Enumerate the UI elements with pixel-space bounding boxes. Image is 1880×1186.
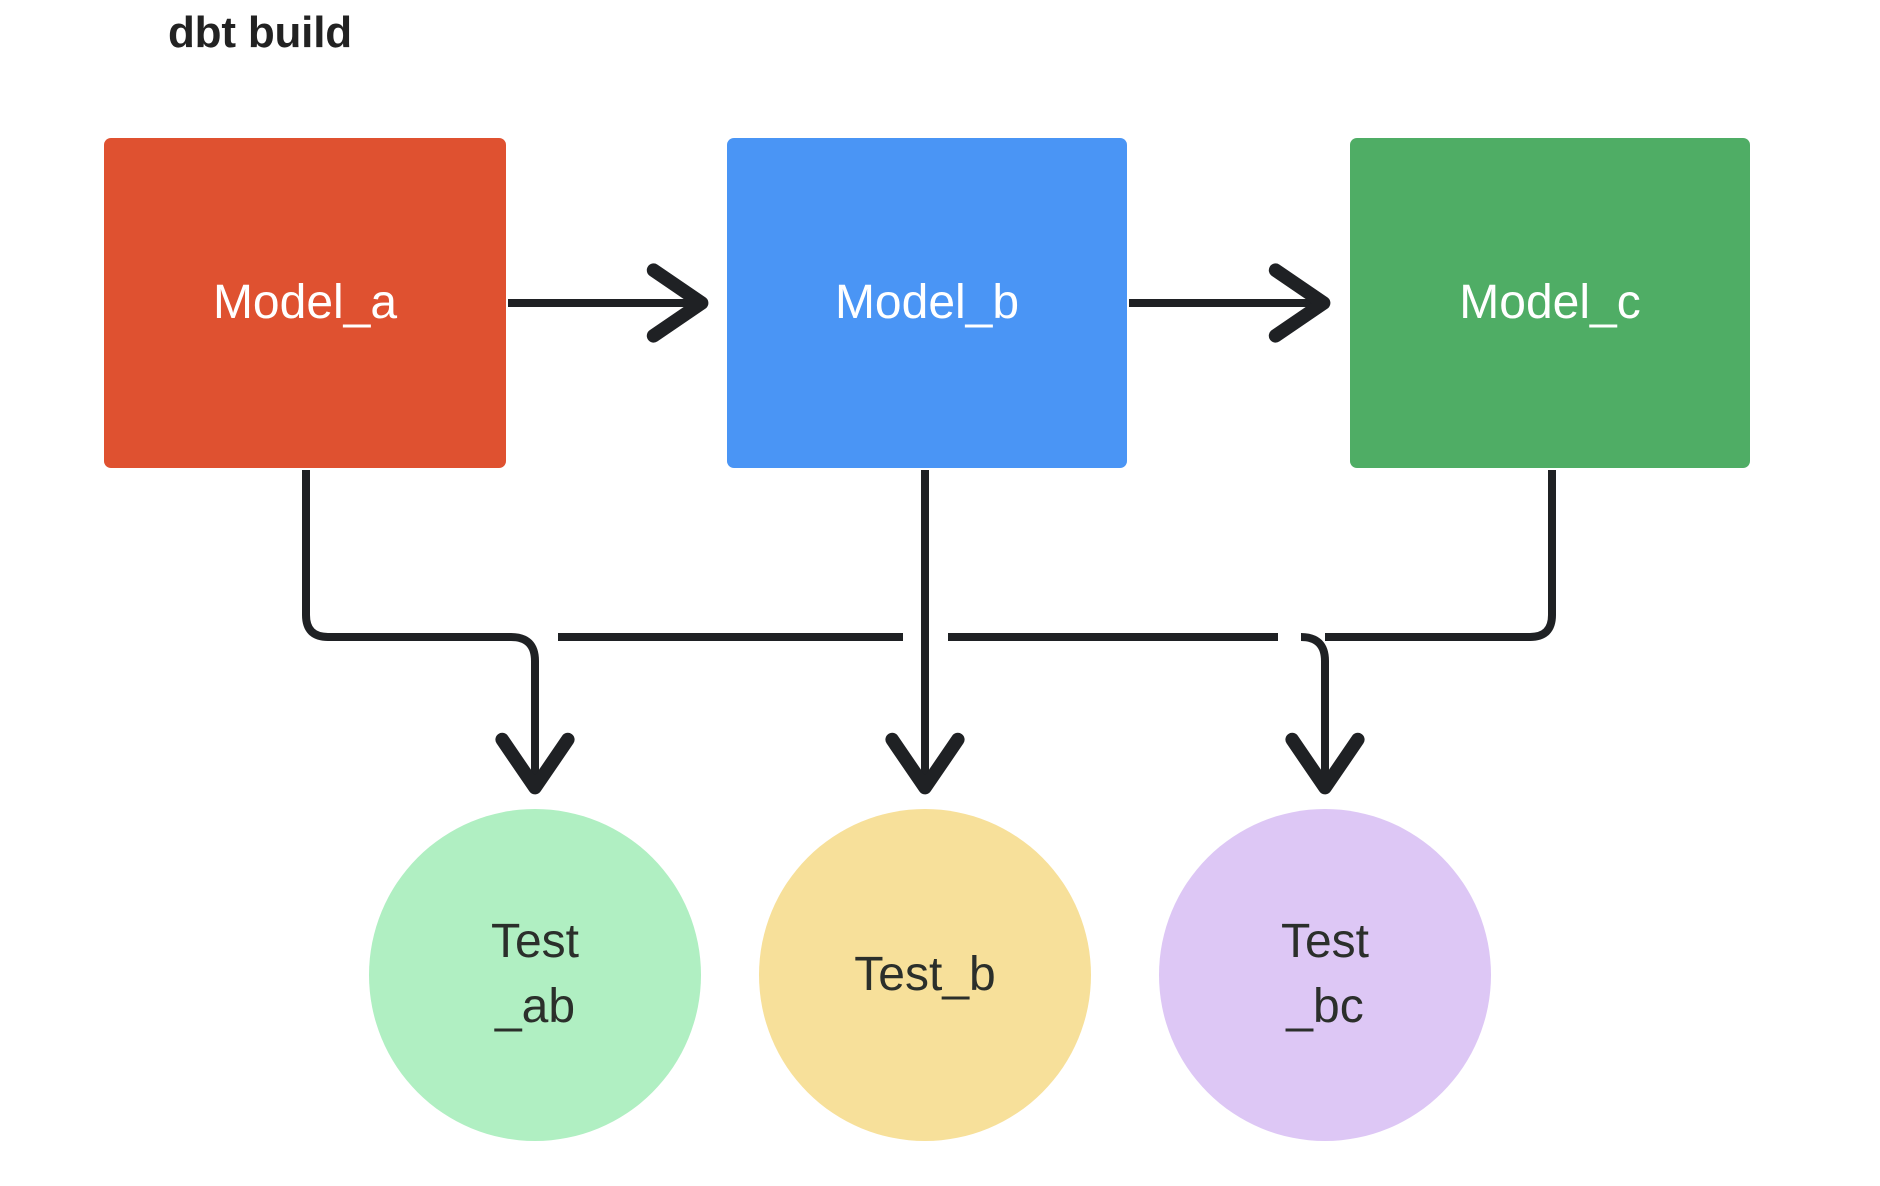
node-test-bc-label: Test _bc xyxy=(1280,915,1370,1033)
node-model-c-label: Model_c xyxy=(1459,275,1641,329)
node-model-a-label: Model_a xyxy=(212,275,398,329)
edge-model-a-to-test-ab xyxy=(302,470,511,641)
edge-drop-test-ab xyxy=(495,633,575,795)
node-test-ab-label: Test _ab xyxy=(490,915,580,1033)
node-test-bc[interactable]: Test _bc xyxy=(1159,809,1491,1141)
edge-drop-test-bc xyxy=(1285,633,1365,795)
node-test-b[interactable]: Test_b xyxy=(759,809,1091,1141)
node-test-ab[interactable]: Test _ab xyxy=(369,809,701,1141)
diagram-title: dbt build xyxy=(168,8,352,57)
node-model-b-label: Model_b xyxy=(834,275,1020,329)
node-model-c[interactable]: Model_c xyxy=(1350,138,1750,468)
node-model-a[interactable]: Model_a xyxy=(104,138,506,468)
node-test-b-label: Test_b xyxy=(854,947,996,1001)
node-model-b[interactable]: Model_b xyxy=(727,138,1127,468)
edge-model-c-to-test-bc xyxy=(1325,470,1556,641)
